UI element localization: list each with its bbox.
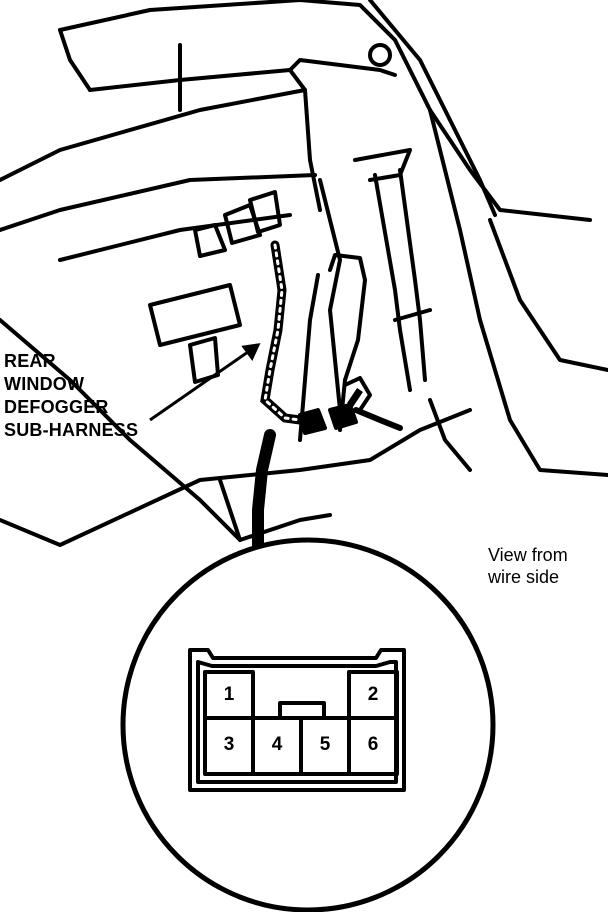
view-note-line-1: View from bbox=[488, 545, 568, 565]
side-panel bbox=[0, 88, 322, 212]
pin-number-1: 1 bbox=[223, 684, 235, 705]
rear-shelf bbox=[88, 68, 307, 92]
callout-line-1: REAR bbox=[4, 351, 56, 371]
locking-tab bbox=[278, 701, 326, 718]
view-note: View from wire side bbox=[488, 544, 568, 588]
panel-bracket bbox=[148, 283, 242, 347]
callout-line-3: DEFOGGER bbox=[4, 397, 109, 417]
callout-line-4: SUB-HARNESS bbox=[4, 420, 139, 440]
pin-number-3: 3 bbox=[223, 734, 235, 755]
connector-face bbox=[188, 648, 406, 792]
detail-pointer bbox=[252, 429, 276, 556]
connector-plug-right bbox=[328, 403, 358, 430]
pin-number-6: 6 bbox=[367, 734, 379, 755]
trunk-lid-outline bbox=[58, 0, 592, 222]
pin-number-4: 4 bbox=[271, 734, 283, 755]
mount-hole bbox=[368, 43, 392, 67]
view-note-line-2: wire side bbox=[488, 567, 560, 587]
pin-cell-6 bbox=[347, 716, 399, 776]
seat-belt-anchor bbox=[353, 148, 412, 182]
connector-plug-left bbox=[298, 408, 327, 435]
detail-circle bbox=[120, 537, 496, 912]
fixture-tube bbox=[328, 253, 367, 382]
callout-leader bbox=[149, 343, 261, 422]
pin-number-2: 2 bbox=[367, 684, 379, 705]
callout-label: REAR WINDOW DEFOGGER SUB-HARNESS bbox=[4, 350, 138, 442]
sub-harness-wire bbox=[260, 240, 363, 425]
callout-line-2: WINDOW bbox=[4, 374, 85, 394]
pin-number-5: 5 bbox=[319, 734, 331, 755]
